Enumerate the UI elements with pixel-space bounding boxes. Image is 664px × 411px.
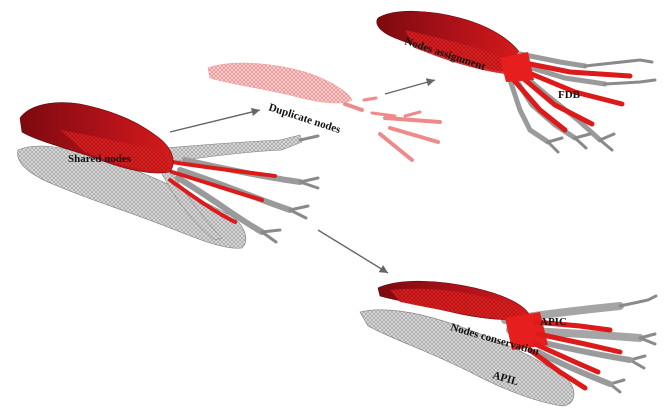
nodes-conservation-model: Nodes conservation APIC APIL	[360, 281, 656, 406]
label-fdb: FDB	[558, 89, 581, 101]
shared-nodes-model: Shared nodes	[18, 103, 318, 249]
arrow-to-assignment	[385, 80, 435, 94]
label-shared-nodes: Shared nodes	[68, 153, 132, 165]
pink-tendons-duplicate	[345, 98, 440, 160]
pink-muscle-duplicate	[208, 63, 352, 103]
label-duplicate-nodes: Duplicate nodes	[267, 101, 343, 136]
nodes-assignment-model: Nodes assignment FDB	[377, 11, 655, 152]
label-apic: APIC	[540, 316, 567, 328]
grey-tendon-tips-conservation	[610, 296, 656, 392]
arrow-to-duplicate	[170, 110, 260, 132]
grey-tendon-tips-left	[262, 136, 318, 242]
arrow-to-conservation	[318, 230, 388, 273]
